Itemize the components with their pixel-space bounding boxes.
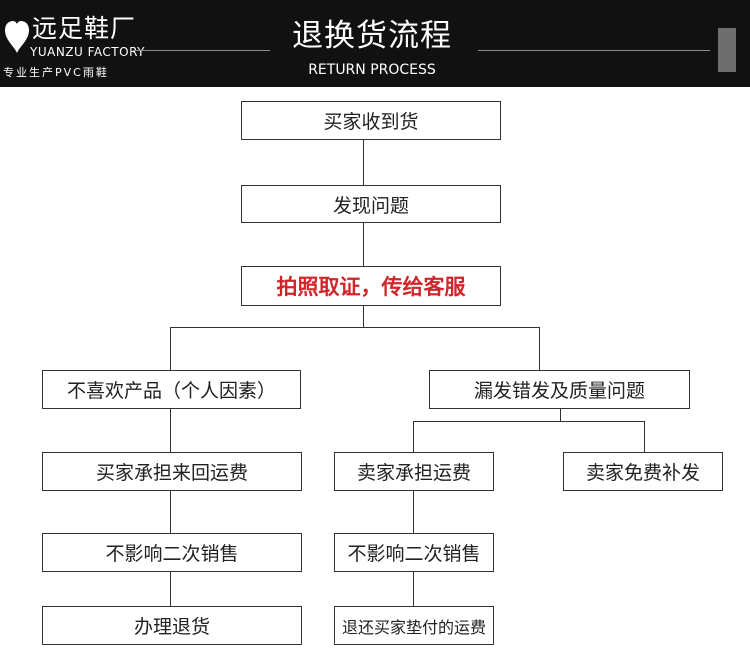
connector-split-left: [170, 327, 171, 371]
connector-split-bar: [170, 327, 540, 328]
header-divider-right: [478, 50, 710, 51]
connector-defect-left: [413, 421, 414, 453]
header-divider-left: [133, 50, 270, 51]
page-title: 退换货流程: [292, 18, 452, 54]
step-seller-shipping: 卖家承担运费: [334, 452, 494, 491]
step-no-resale-impact-mid: 不影响二次销售: [334, 533, 494, 572]
connector-split-right: [539, 327, 540, 371]
connector-defect-down: [560, 408, 561, 421]
branch-defect: 漏发错发及质量问题: [429, 370, 690, 409]
connector-defect-bar: [413, 421, 645, 422]
step-received: 买家收到货: [241, 101, 501, 140]
step-no-resale-impact-left: 不影响二次销售: [42, 533, 302, 572]
step-seller-free-resend: 卖家免费补发: [563, 452, 723, 491]
brand-tagline: 专业生产PVC雨鞋: [3, 66, 109, 79]
header-banner: 远足鞋厂 YUANZU FACTORY 专业生产PVC雨鞋 退换货流程 RETU…: [0, 0, 750, 87]
connector-noresell-returnfee: [413, 571, 414, 607]
step-buyer-shipping: 买家承担来回运费: [42, 452, 302, 491]
connector-seller-noresell: [413, 490, 414, 534]
header-scroll-handle[interactable]: [718, 28, 736, 72]
step-photo-evidence: 拍照取证，传给客服: [241, 266, 501, 306]
branch-dislike: 不喜欢产品（个人因素）: [42, 370, 301, 409]
heart-logo-icon: [5, 21, 29, 53]
step-problem: 发现问题: [241, 185, 501, 223]
connector-received-problem: [363, 139, 364, 186]
connector-defect-right: [644, 421, 645, 453]
page-subtitle: RETURN PROCESS: [308, 62, 436, 78]
connector-buyer-noresell: [170, 490, 171, 534]
brand-name-cn: 远足鞋厂: [32, 14, 137, 43]
brand-name-en: YUANZU FACTORY: [30, 45, 145, 59]
connector-problem-photo: [363, 222, 364, 267]
connector-photo-split: [363, 305, 364, 328]
connector-dislike-buyer: [170, 408, 171, 453]
step-refund: 办理退货: [42, 606, 302, 645]
connector-noresell-refund: [170, 571, 171, 607]
step-return-shipping-fee: 退还买家垫付的运费: [334, 606, 494, 645]
